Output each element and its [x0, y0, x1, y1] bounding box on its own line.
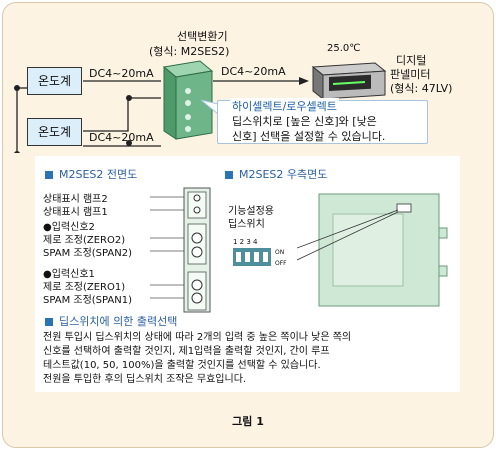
label-status-lamp-2: 상태표시 램프2 [43, 194, 108, 205]
front-view-heading: M2SES2 전면도 [45, 166, 137, 182]
signal-in-label-1: DC4~20mA [89, 67, 154, 80]
callout-title: 하이셀렉트/로우셀렉트 [230, 98, 339, 114]
dip-switch-on-label: ON [275, 249, 285, 256]
label-zero-2: 제로 조정(ZERO2) [43, 235, 126, 246]
signal-in-label-2: DC4~20mA [89, 131, 154, 144]
figure-caption: 그림 1 [232, 415, 264, 428]
converter-device-icon [162, 60, 214, 140]
label-input-1: ●입력신호1 [43, 269, 95, 280]
meter-model: (형식: 47LV) [390, 82, 453, 95]
label-zero-1: 제로 조정(ZERO1) [43, 282, 126, 293]
output-desc-line-2: 신호를 선택하여 출력할 것인지, 제1입력을 출력할 것인지, 간이 루프 [43, 346, 330, 357]
meter-title: 디지털 [396, 54, 427, 67]
converter-title: 선택변환기 [177, 30, 228, 43]
dip-switch-detail: 1 2 3 4 ON OFF [233, 238, 289, 272]
front-view-drawing [150, 187, 211, 313]
panel-meter-icon [311, 62, 387, 101]
wiring-lines [14, 77, 309, 153]
side-view-title: M2SES2 우측면도 [239, 168, 328, 181]
signal-out-label: DC4~20mA [221, 65, 286, 78]
detail-panel: M2SES2 전면도 상태표시 램프2 상태표시 램프1 ●입력신호2 제로 조… [35, 156, 460, 392]
sensor-label-2: 온도계 [37, 125, 72, 139]
sensor-label-1: 온도계 [37, 74, 72, 88]
label-span-1: SPAM 조정(SPAN1) [43, 295, 133, 306]
label-span-2: SPAM 조정(SPAN2) [43, 248, 133, 259]
dip-switch-label-2: 딥스위치 [228, 219, 265, 230]
output-title: 딥스위치에 의한 출력선택 [59, 315, 178, 328]
output-heading: 딥스위치에 의한 출력선택 [45, 313, 177, 329]
callout-line-1: 딥스위치로 [높은 신호]와 [낮은 [232, 115, 377, 128]
label-status-lamp-1: 상태표시 램프1 [43, 207, 108, 218]
temperature-reading: 25.0℃ [327, 43, 361, 54]
output-desc-line-1: 전원 투입시 딥스위치의 상태에 따라 2개의 입력 중 높은 쪽이나 낮은 쪽… [43, 332, 352, 343]
sensor-box-1: 온도계 [27, 67, 82, 95]
meter-title-2: 판넬미터 [390, 68, 431, 81]
converter-model: (형식: M2SES2) [149, 45, 230, 58]
side-view-heading: M2SES2 우측면도 [225, 166, 327, 182]
front-view-title: M2SES2 전면도 [59, 168, 138, 181]
dip-switch-icon [233, 248, 271, 266]
heading-square-icon [45, 318, 53, 326]
side-view-drawing [297, 193, 448, 307]
dip-switch-numbers: 1 2 3 4 [233, 238, 258, 246]
output-desc-line-3: 테스트값(10, 50, 100%)을 출력할 것인지를 선택할 수 있습니다. [43, 360, 321, 371]
heading-square-icon [45, 171, 53, 179]
output-desc-line-4: 전원을 투입한 후의 딥스위치 조작은 무효입니다. [43, 374, 247, 385]
heading-square-icon [225, 171, 233, 179]
dip-switch-callout: 하이셀렉트/로우셀렉트 딥스위치로 [높은 신호]와 [낮은 신호] 선택을 설… [217, 98, 428, 144]
dip-switch-off-label: OFF [275, 260, 287, 267]
label-input-2: ●입력신호2 [43, 222, 95, 233]
callout-line-2: 신호] 선택을 설정할 수 있습니다. [232, 130, 386, 143]
dip-switch-label-1: 기능설정용 [228, 206, 274, 217]
sensor-box-2: 온도계 [27, 118, 82, 146]
